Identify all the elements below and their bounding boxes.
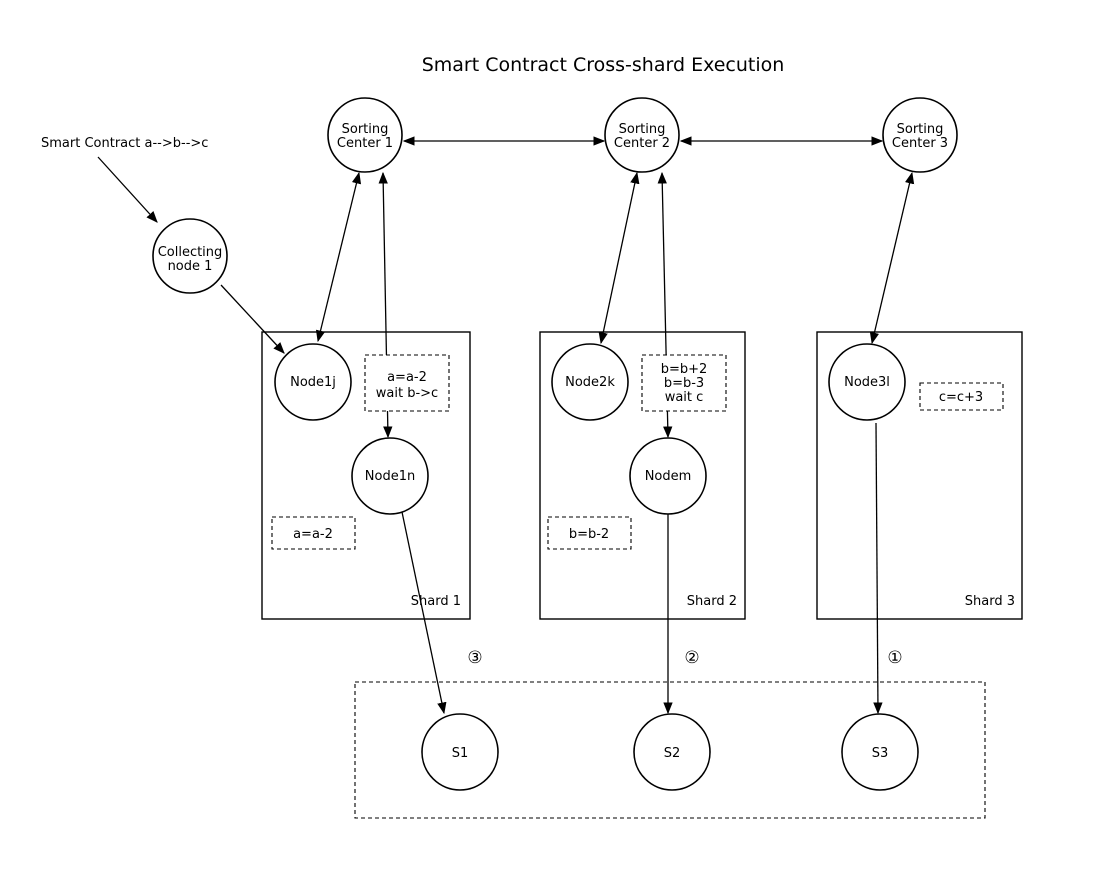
- node-label: S1: [452, 746, 469, 761]
- shard-label: Shard 3: [965, 594, 1015, 609]
- diagram-title: Smart Contract Cross-shard Execution: [422, 54, 785, 76]
- storage-group: [354, 681, 986, 819]
- node-label: S3: [872, 746, 889, 761]
- edge-node3l-s3: [873, 422, 883, 715]
- storage-s1: S1: [421, 713, 499, 791]
- shard-3: Shard 3 c=c+3: [816, 331, 1023, 620]
- op-text: wait b->c: [376, 386, 438, 401]
- edge-sc3-node3l: [869, 171, 915, 345]
- input-label: Smart Contract a-->b-->c: [41, 136, 208, 151]
- node-label: Center 2: [614, 136, 670, 151]
- op-box: [641, 354, 727, 412]
- node-node2k: Node2k: [551, 343, 629, 421]
- node-label: Nodem: [645, 469, 692, 484]
- node-label: Sorting: [342, 122, 389, 137]
- sorting-center-2: Sorting Center 2: [604, 97, 680, 173]
- node-label: Center 1: [337, 136, 393, 151]
- node-label: Node1n: [365, 469, 415, 484]
- op-text: a=a-2: [387, 370, 427, 385]
- edge-sc1-node1j: [315, 171, 362, 343]
- edge-collecting-node1j: [220, 284, 285, 354]
- edge-input-collecting: [97, 156, 158, 223]
- collecting-node: Collecting node 1: [152, 218, 228, 294]
- shard-label: Shard 2: [687, 594, 737, 609]
- node-label: Node3l: [844, 375, 890, 390]
- edge-sc2-node2k: [598, 171, 640, 345]
- node-label: node 1: [168, 259, 213, 274]
- storage-s3: S3: [841, 713, 919, 791]
- op-text: b=b-3: [664, 376, 704, 391]
- op-box: [364, 354, 450, 412]
- sorting-center-3: Sorting Center 3: [882, 97, 958, 173]
- op-text: a=a-2: [293, 527, 333, 542]
- node-label: Node2k: [565, 375, 615, 390]
- sorting-center-1: Sorting Center 1: [327, 97, 403, 173]
- node-label: Node1j: [290, 375, 336, 390]
- op-text: c=c+3: [939, 390, 983, 405]
- storage-s2: S2: [633, 713, 711, 791]
- shard-1: Shard 1 a=a-2 wait b->c a=a-2: [261, 331, 471, 620]
- node-label: Center 3: [892, 136, 948, 151]
- op-box: [919, 382, 1004, 411]
- node-label: Sorting: [619, 122, 666, 137]
- op-text: b=b-2: [569, 527, 609, 542]
- node-label: Collecting: [158, 245, 223, 260]
- node-label: Sorting: [897, 122, 944, 137]
- op-box: [271, 516, 356, 550]
- node-nodem: Nodem: [629, 437, 707, 515]
- step-2-marker: ②: [684, 648, 699, 668]
- op-text: wait c: [665, 390, 704, 405]
- node-label: S2: [664, 746, 681, 761]
- shard-2: Shard 2 b=b+2 b=b-3 wait c b=b-2: [539, 331, 746, 620]
- op-text: b=b+2: [661, 362, 708, 377]
- node-node1n: Node1n: [351, 437, 429, 515]
- shard-label: Shard 1: [411, 594, 461, 609]
- step-1-marker: ①: [887, 648, 902, 668]
- step-3-marker: ③: [467, 648, 482, 668]
- edge-node1n-s1: [401, 511, 447, 715]
- node-node1j: Node1j: [274, 343, 352, 421]
- op-box: [547, 516, 632, 550]
- node-node3l: Node3l: [828, 343, 906, 421]
